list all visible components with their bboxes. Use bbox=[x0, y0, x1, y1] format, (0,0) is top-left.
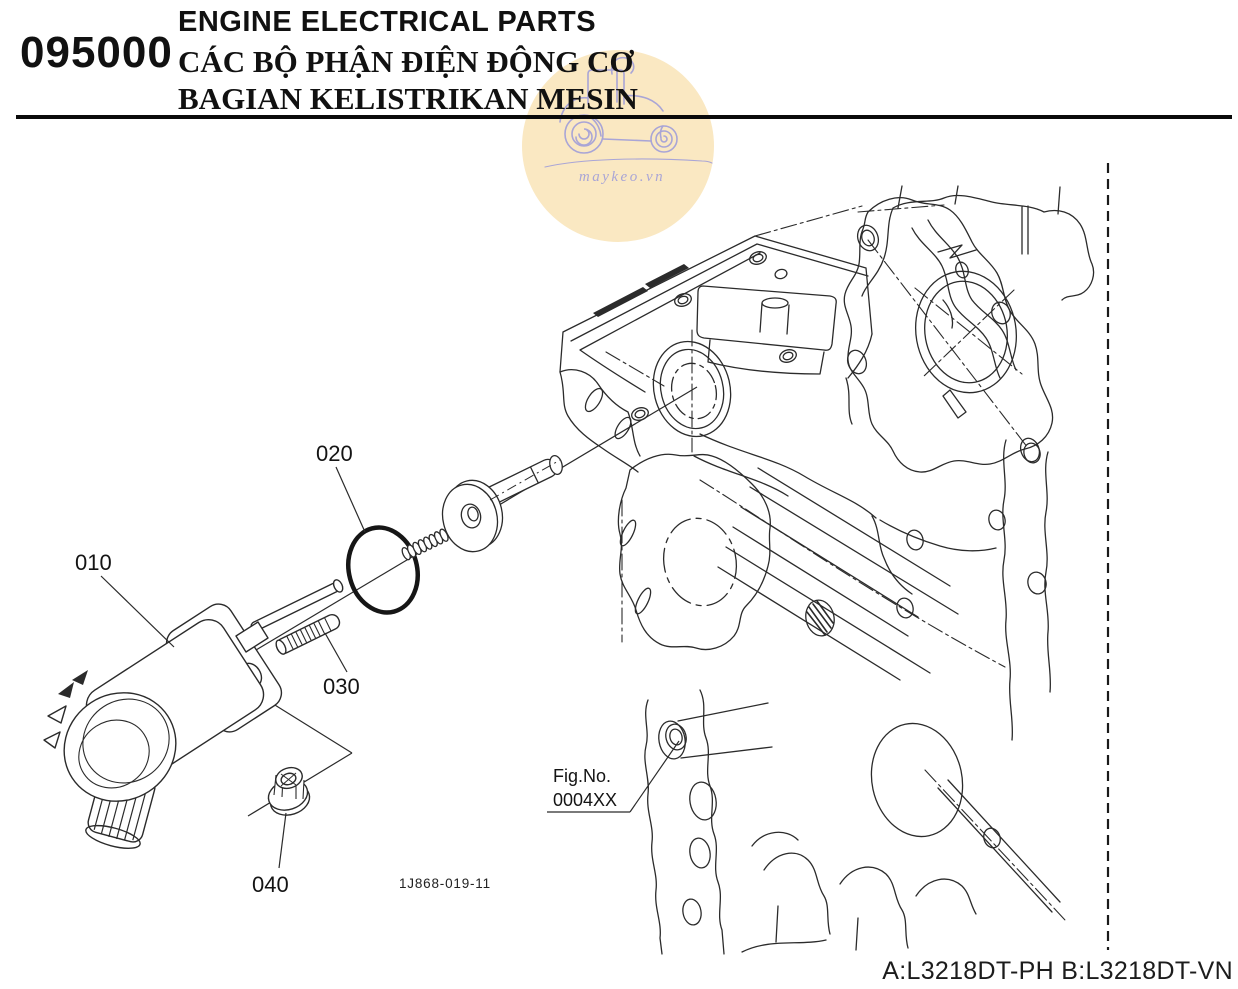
callout-leader-lines bbox=[100, 466, 680, 869]
engine-block-drawing bbox=[559, 185, 1095, 955]
part-oring-020 bbox=[346, 525, 420, 615]
callout-040: 040 bbox=[252, 872, 289, 897]
part-nut-040 bbox=[267, 766, 311, 816]
callout-010: 010 bbox=[75, 550, 112, 575]
part-solenoid-010 bbox=[43, 579, 344, 849]
title-indonesian: BAGIAN KELISTRIKAN MESIN bbox=[178, 81, 638, 116]
fig-no-value: 0004XX bbox=[553, 790, 617, 810]
title-english: ENGINE ELECTRICAL PARTS bbox=[178, 6, 597, 38]
tractor-icon: maykeo.vn bbox=[544, 56, 713, 185]
model-codes: A:L3218DT-PH B:L3218DT-VN bbox=[882, 957, 1233, 985]
part-spring-valve-plunger bbox=[401, 455, 563, 561]
watermark-circle: maykeo.vn bbox=[522, 50, 714, 242]
watermark-site-label: maykeo.vn bbox=[579, 169, 665, 185]
part-stud-030 bbox=[275, 614, 341, 655]
fig-no-label: Fig.No. bbox=[553, 766, 611, 786]
section-code: 095000 bbox=[20, 28, 173, 77]
callout-030: 030 bbox=[323, 674, 360, 699]
header-rule bbox=[16, 115, 1232, 119]
callout-020: 020 bbox=[316, 441, 353, 466]
drawing-code: 1J868-019-11 bbox=[399, 876, 491, 891]
title-vietnamese: CÁC BỘ PHẬN ĐIỆN ĐỘNG CƠ bbox=[178, 44, 634, 79]
